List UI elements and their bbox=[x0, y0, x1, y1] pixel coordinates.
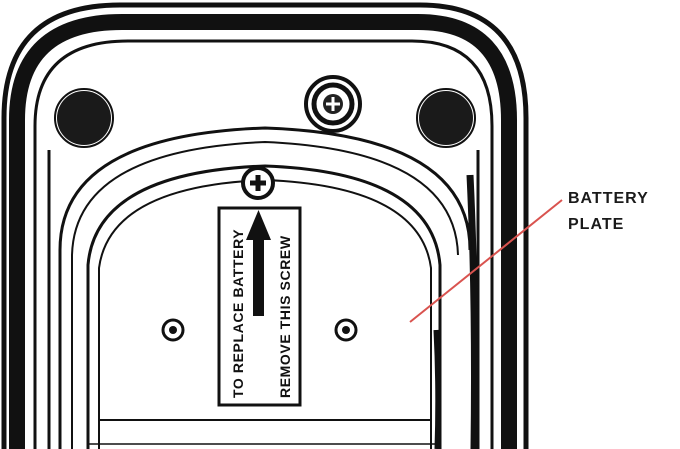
mounting-hole-right bbox=[334, 318, 358, 342]
instruction-line-2: REMOVE THIS SCREW bbox=[277, 235, 293, 398]
rubber-foot-left bbox=[54, 88, 114, 148]
mounting-hole-left bbox=[161, 318, 185, 342]
arrow-up-icon bbox=[246, 210, 271, 316]
instruction-line-1: TO REPLACE BATTERY bbox=[230, 229, 246, 398]
inner-housing bbox=[58, 126, 472, 449]
callout-line-1: BATTERY bbox=[568, 190, 649, 207]
battery-plate-callout: BATTERY PLATE bbox=[568, 186, 649, 238]
top-screw-icon bbox=[304, 75, 362, 133]
callout-line-2: PLATE bbox=[568, 216, 625, 233]
device-shell bbox=[1, 2, 529, 449]
battery-screw-icon bbox=[241, 166, 275, 200]
callout-leader-line bbox=[409, 199, 563, 323]
instruction-label: TO REPLACE BATTERY REMOVE THIS SCREW bbox=[217, 206, 302, 407]
rubber-foot-right bbox=[416, 88, 476, 148]
